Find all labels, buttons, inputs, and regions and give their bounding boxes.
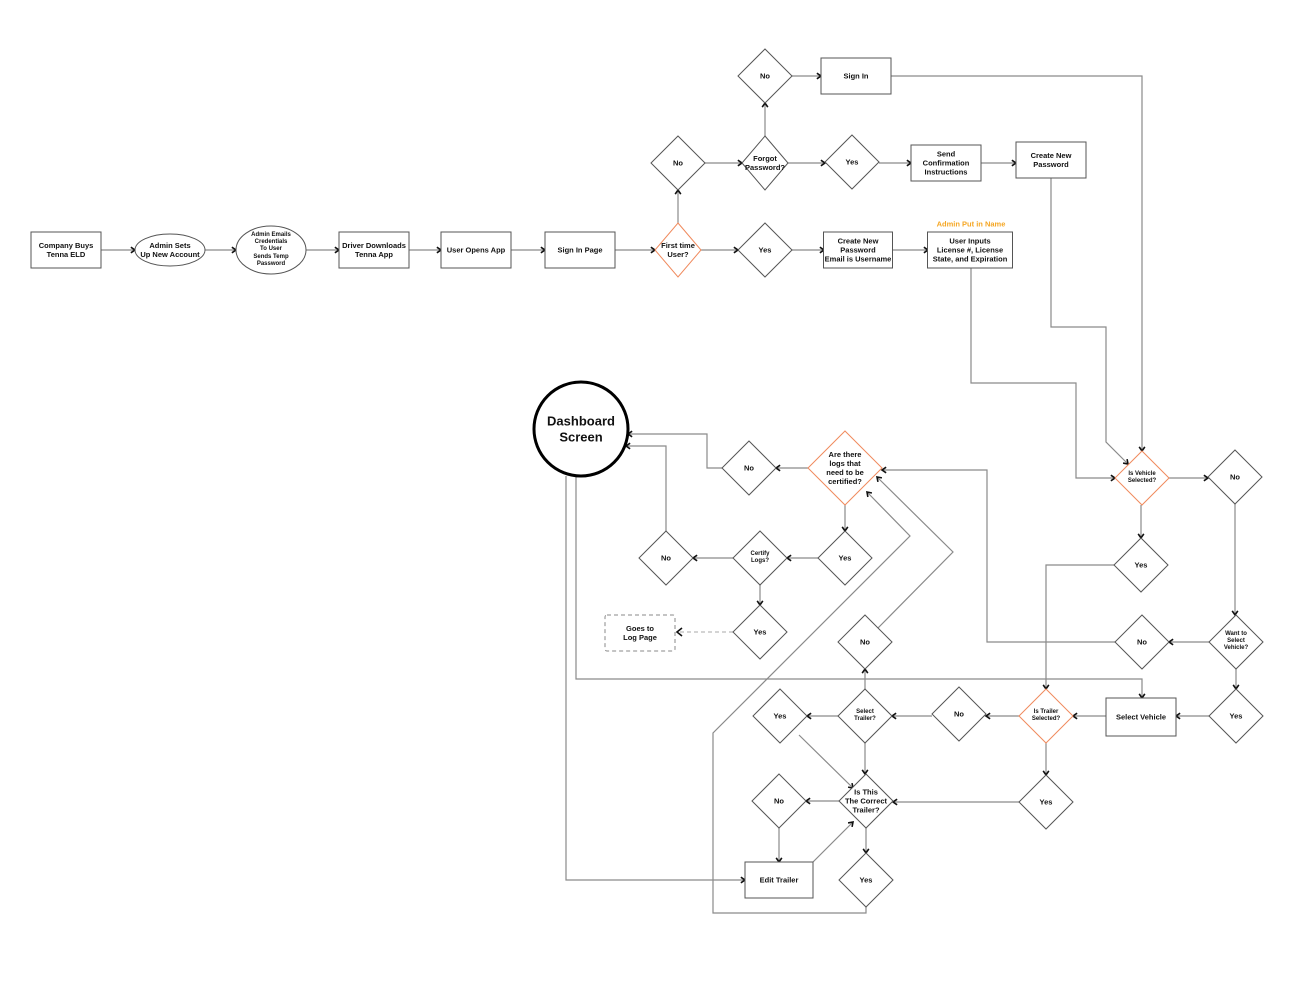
- forgot-yes-decision[interactable]: [824, 134, 880, 190]
- want-vehicle-decision[interactable]: [1208, 614, 1264, 670]
- admin-emails-node[interactable]: [235, 225, 307, 275]
- connector-line: [882, 469, 1115, 643]
- connector-line: [628, 433, 722, 469]
- forgot-no-decision[interactable]: [737, 48, 793, 104]
- certify-logs-decision[interactable]: [732, 530, 788, 586]
- admin-note: Admin Put in Name: [936, 219, 1006, 229]
- arrowhead-icon: [1203, 474, 1210, 482]
- sign-in-page-node[interactable]: [544, 231, 616, 269]
- connector-line: [876, 476, 954, 629]
- arrowhead-icon: [675, 627, 683, 637]
- connector-line: [1045, 564, 1114, 689]
- create-new-pw-node[interactable]: [1015, 141, 1087, 179]
- want-no-decision[interactable]: [1114, 614, 1170, 670]
- vehicle-no-decision[interactable]: [1207, 449, 1263, 505]
- correct-no-decision[interactable]: [751, 773, 807, 829]
- first-time-decision[interactable]: [654, 222, 702, 278]
- arrowhead-icon: [891, 798, 898, 806]
- select-vehicle-node[interactable]: [1105, 697, 1177, 737]
- dashboard-node[interactable]: [532, 380, 630, 478]
- select-trailer-yes-decision[interactable]: [752, 688, 808, 744]
- arrowhead-icon: [820, 159, 827, 167]
- first-yes-decision[interactable]: [737, 222, 793, 278]
- user-opens-node[interactable]: [440, 231, 512, 269]
- logs-yes-decision[interactable]: [817, 530, 873, 586]
- certify-yes-decision[interactable]: [732, 604, 788, 660]
- log-page-node[interactable]: [604, 614, 676, 652]
- certify-no-decision[interactable]: [638, 530, 694, 586]
- logs-no-decision[interactable]: [721, 440, 777, 496]
- create-pw-email-node[interactable]: [823, 231, 893, 269]
- user-inputs-node[interactable]: [927, 231, 1013, 269]
- sign-in-node[interactable]: [820, 57, 892, 95]
- admin-sets-node[interactable]: [134, 233, 206, 267]
- select-trailer-decision[interactable]: [837, 688, 893, 744]
- logs-certify-decision[interactable]: [807, 430, 883, 506]
- connector-line: [891, 75, 1143, 451]
- forgot-pw-decision[interactable]: [741, 135, 789, 191]
- connector-line: [798, 734, 854, 789]
- correct-trailer-decision[interactable]: [838, 773, 894, 829]
- trailer-no-decision[interactable]: [931, 686, 987, 742]
- company-buys-node[interactable]: [30, 231, 102, 269]
- connector-line: [712, 491, 911, 914]
- arrowhead-icon: [847, 820, 855, 828]
- connector-line: [575, 476, 1143, 698]
- want-yes-decision[interactable]: [1208, 688, 1264, 744]
- connector-line: [565, 476, 745, 881]
- arrowhead-icon: [880, 466, 887, 474]
- arrowhead-icon: [866, 490, 873, 498]
- connector-line: [1050, 178, 1129, 465]
- first-no-decision[interactable]: [650, 135, 706, 191]
- connector-line: [626, 445, 667, 531]
- arrowhead-icon: [1122, 458, 1130, 466]
- vehicle-yes-decision[interactable]: [1113, 537, 1169, 593]
- driver-downloads-node[interactable]: [338, 231, 410, 269]
- trailer-yes-decision[interactable]: [1018, 774, 1074, 830]
- arrowhead-icon: [861, 769, 869, 776]
- arrowhead-icon: [984, 712, 991, 720]
- send-confirm-node[interactable]: [910, 144, 982, 182]
- vehicle-selected-decision[interactable]: [1114, 450, 1170, 506]
- arrowhead-icon: [875, 476, 883, 483]
- edit-trailer-node[interactable]: [744, 861, 814, 899]
- connector-line: [812, 821, 854, 863]
- arrowhead-icon: [1231, 610, 1239, 617]
- correct-yes-decision[interactable]: [838, 852, 894, 908]
- select-trailer-no-decision[interactable]: [837, 614, 893, 670]
- connector-line: [970, 268, 1115, 479]
- trailer-selected-decision[interactable]: [1018, 688, 1074, 744]
